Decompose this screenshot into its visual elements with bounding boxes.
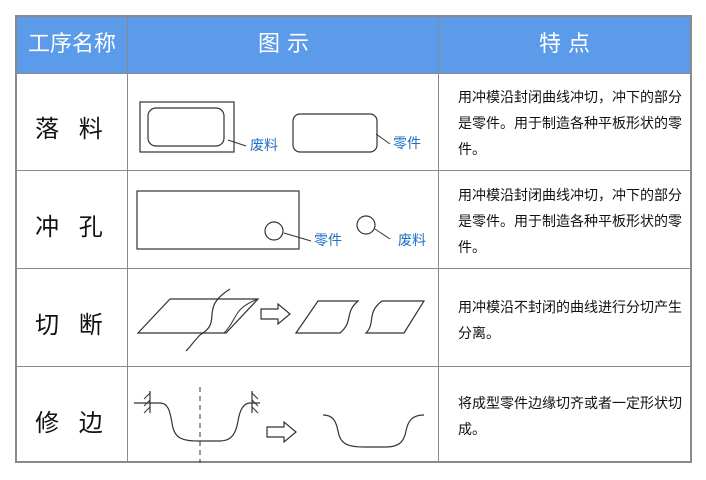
table-header: 工序名称 图 示 特 点 [17,17,690,73]
trimming-description: 将成型零件边缘切齐或者一定形状切成。 [458,396,682,438]
cutting-diagram [136,288,426,352]
cutting-description: 用冲模沿不封闭的曲线进行分切产生分离。 [458,300,682,342]
process-name-punching: 冲 孔 [35,213,109,241]
header-illustration: 图 示 [258,32,309,57]
punching-diagram: 零件 废料 [136,190,426,250]
trimming-diagram [134,387,425,463]
part-label: 零件 [393,136,421,152]
part-label: 零件 [314,233,342,249]
process-name-blanking: 落 料 [35,115,109,143]
row-divider [17,73,690,74]
punching-description: 用冲模沿封闭曲线冲切，冲下的部分是零件。用于制造各种平板形状的零件。 [458,188,682,256]
blanking-description: 用冲模沿封闭曲线冲切，冲下的部分是零件。用于制造各种平板形状的零件。 [458,90,682,158]
scrap-label: 废料 [250,138,278,154]
column-divider [127,17,128,461]
blanking-diagram: 废料 零件 [139,101,421,154]
row-divider [17,268,690,269]
scrap-label: 废料 [398,233,426,249]
process-table: 工序名称 图 示 特 点 落 料 废料 零件 用冲模沿封闭曲线冲切，冲下的部分是… [15,15,692,463]
process-name-trimming: 修 边 [35,409,109,437]
header-process-name: 工序名称 [27,32,116,57]
row-divider [17,170,690,171]
process-name-cutting: 切 断 [35,311,109,339]
row-divider [17,366,690,367]
column-divider [438,17,439,461]
header-features: 特 点 [539,32,590,57]
